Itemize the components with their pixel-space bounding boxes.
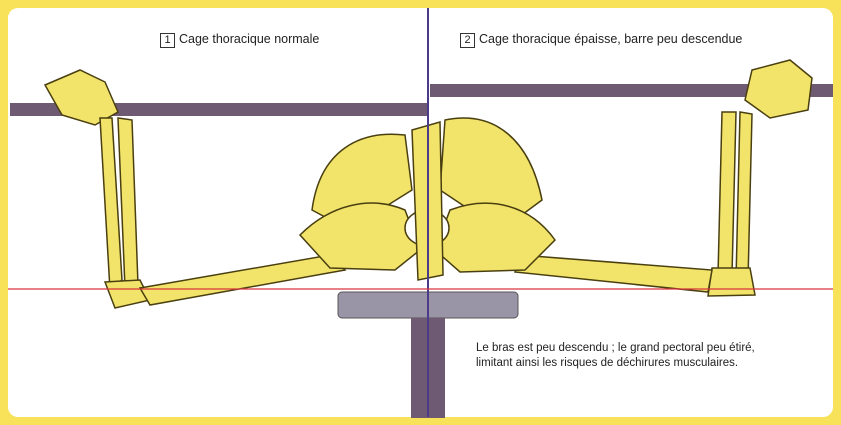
panel-1-number: 1 [160,33,175,48]
panel-1-title: Cage thoracique normale [179,32,319,46]
panel-2-number: 2 [460,33,475,48]
panel-1-label: 1 Cage thoracique normale [160,32,319,48]
note-line-2: limitant ainsi les risques de déchirures… [476,356,755,371]
explanation-note: Le bras est peu descendu ; le grand pect… [476,341,755,371]
note-line-1: Le bras est peu descendu ; le grand pect… [476,341,755,356]
panel-2-label: 2 Cage thoracique épaisse, barre peu desc… [460,32,742,48]
panel-2-title: Cage thoracique épaisse, barre peu desce… [479,32,742,46]
